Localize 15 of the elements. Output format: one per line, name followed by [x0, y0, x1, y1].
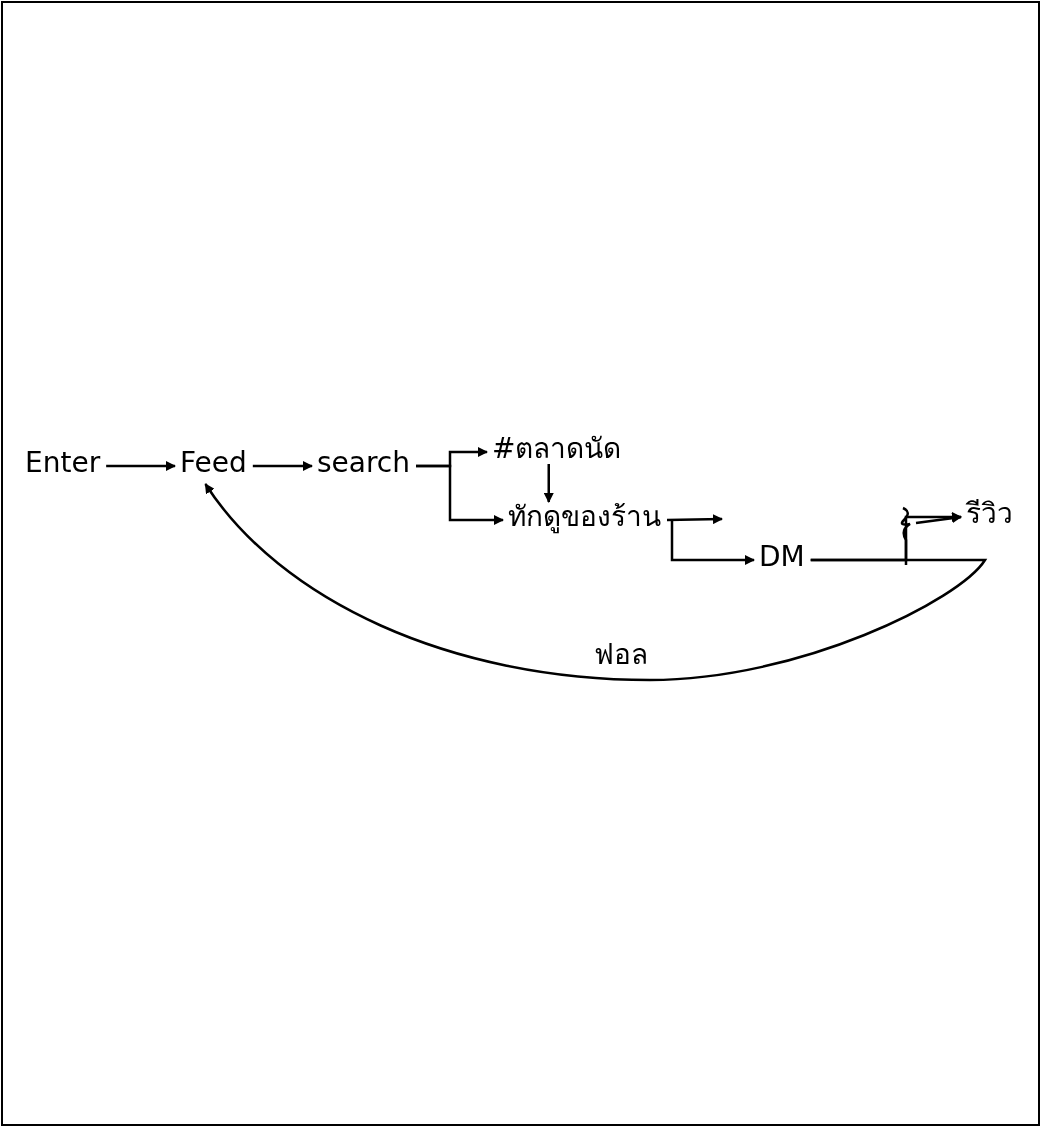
step-text: DM — [759, 540, 805, 574]
arrow — [670, 520, 755, 565]
arrow — [252, 461, 313, 471]
arrow — [666, 514, 723, 525]
step-text: Enter — [25, 446, 101, 480]
arrow — [106, 461, 176, 471]
arrow — [543, 464, 554, 503]
step-text: search — [317, 446, 410, 480]
step-text: #ตลาดนัด — [492, 432, 622, 466]
step-text: ทักดูของร้าน — [508, 500, 661, 534]
arrow — [204, 483, 987, 682]
arrow — [915, 513, 962, 525]
arrow — [416, 464, 504, 525]
step-text: รีวิว — [966, 497, 1013, 531]
step-text: Feed — [180, 446, 247, 480]
